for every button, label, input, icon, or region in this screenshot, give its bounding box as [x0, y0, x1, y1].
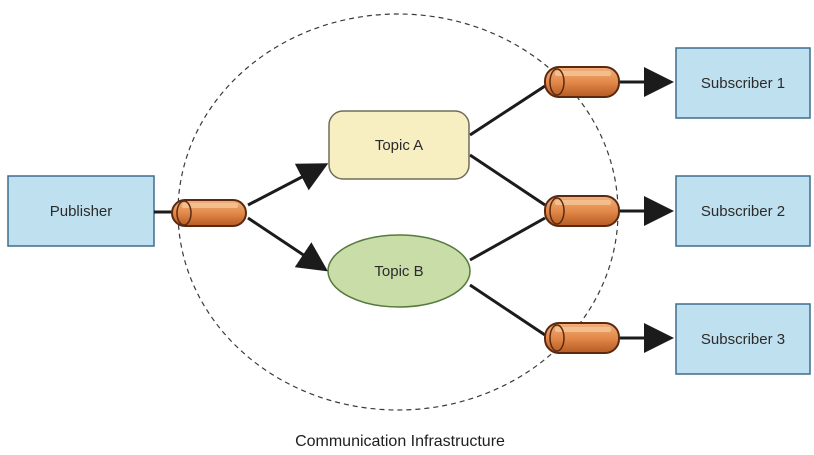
subscriber-3-node: Subscriber 3	[675, 303, 811, 375]
topic-b-ellipse	[327, 234, 471, 308]
topic-a-to-pipe-1-line	[469, 84, 546, 137]
topic-b-label: Topic B	[374, 263, 423, 280]
publisher-node: Publisher	[7, 175, 155, 247]
topic-b-node: Topic B	[327, 234, 471, 308]
topic-a-node: Topic A	[328, 110, 470, 180]
topic-b-to-pipe-3-line	[469, 283, 546, 337]
subscriber-2-node: Subscriber 2	[675, 175, 811, 247]
topic-a-label: Topic A	[375, 137, 423, 154]
publisher-pipe-icon	[171, 199, 247, 227]
subscriber-3-box	[675, 303, 811, 375]
subscriber-1-box	[675, 47, 811, 119]
diagram-caption: Communication Infrastructure	[295, 433, 505, 450]
pipe-to-topic-a-arrow	[247, 163, 329, 207]
subscriber-2-box	[675, 175, 811, 247]
subscriber-3-pipe-icon	[544, 322, 620, 354]
subscriber-1-node: Subscriber 1	[675, 47, 811, 119]
subscriber-2-label: Subscriber 2	[701, 203, 785, 220]
topic-b-to-pipe-2-line	[469, 216, 546, 262]
subscriber-2-pipe-icon	[544, 195, 620, 227]
topic-a-box	[328, 110, 470, 180]
subscriber-3-label: Subscriber 3	[701, 331, 785, 348]
publisher-label: Publisher	[50, 203, 113, 220]
pipe-to-topic-b-arrow	[247, 216, 328, 272]
topic-a-to-pipe-2-line	[469, 153, 546, 207]
subscriber-1-label: Subscriber 1	[701, 75, 785, 92]
subscriber-1-pipe-icon	[544, 66, 620, 98]
